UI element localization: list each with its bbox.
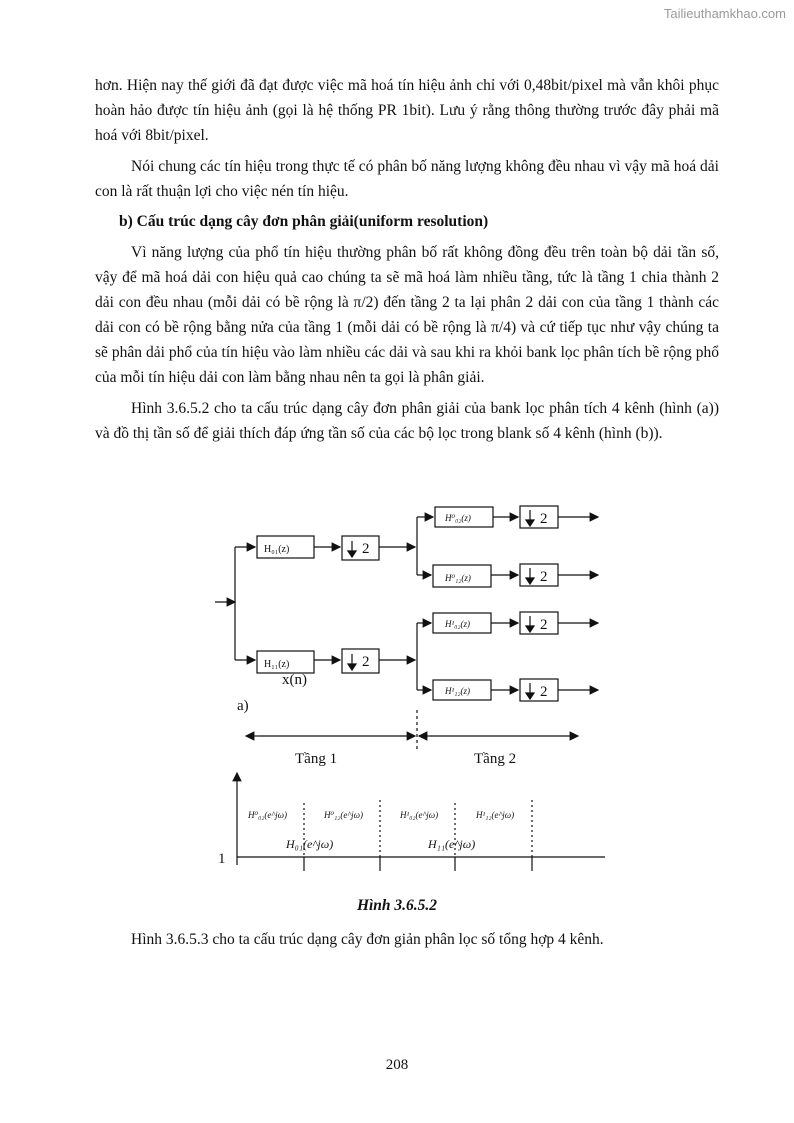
downsample-box-4	[519, 678, 559, 702]
freq-label-h112: H¹₁₂(e^jω)	[475, 810, 514, 820]
freq-label-h012: H⁰₁₂(e^jω)	[323, 810, 363, 820]
figure-caption: Hình 3.6.5.2	[356, 897, 438, 914]
label-part-a: a)	[237, 698, 249, 714]
filter-box-h012	[432, 564, 492, 588]
label-h11: H₁₁(z)	[264, 659, 289, 670]
downsample-box-2	[519, 563, 559, 587]
downsample-box-top	[341, 535, 380, 561]
label-h102: H¹₀₂(z)	[444, 619, 470, 629]
page-number: 208	[385, 1057, 409, 1073]
freq-label-h11: H₁₁(e^jω)	[427, 837, 475, 851]
label-ds-4: 2	[540, 684, 548, 700]
figure-filter-bank: H₀₁(z) H₁₁(z) 2 2 x(n) H⁰₀₂(z) H⁰₁₂(z) H…	[200, 495, 620, 885]
label-h012: H⁰₁₂(z)	[444, 573, 471, 583]
label-stage-1: Tầng 1	[295, 751, 337, 767]
paragraph-2: Nói chung các tín hiệu trong thực tế có …	[95, 158, 719, 200]
label-ds-top: 2	[362, 541, 370, 557]
freq-label-h002: H⁰₀₂(e^jω)	[247, 810, 287, 820]
section-heading: b) Cấu trúc dạng cây đơn phân giải(unifo…	[119, 213, 489, 230]
downsample-box-bottom	[341, 648, 380, 674]
label-ds-bottom: 2	[362, 654, 370, 670]
watermark: Tailieuthamkhao.com	[663, 6, 786, 21]
label-stage-2: Tầng 2	[474, 751, 516, 767]
filter-box-h11	[256, 650, 315, 674]
paragraph-3: Vì năng lượng của phổ tín hiệu thường ph…	[95, 244, 719, 386]
label-ds-1: 2	[540, 511, 548, 527]
page-body: hơn. Hiện nay thế giới đã đạt được việc …	[95, 73, 719, 446]
downsample-box-3	[519, 611, 559, 635]
label-ds-2: 2	[540, 569, 548, 585]
freq-label-h102: H¹₀₂(e^jω)	[399, 810, 438, 820]
label-h112: H¹₁₂(z)	[444, 686, 470, 696]
label-h01: H₀₁(z)	[264, 544, 289, 555]
freq-label-h01: H₀₁(e^jω)	[285, 837, 333, 851]
label-input-xn: x(n)	[282, 672, 307, 688]
downsample-box-1	[519, 505, 559, 529]
label-ds-3: 2	[540, 617, 548, 633]
label-level-1: 1	[218, 851, 226, 867]
label-h002: H⁰₀₂(z)	[444, 513, 471, 523]
paragraph-5: Hình 3.6.5.3 cho ta cấu trúc dạng cây đơ…	[131, 931, 604, 948]
paragraph-1: hơn. Hiện nay thế giới đã đạt được việc …	[95, 77, 719, 144]
paragraph-4: Hình 3.6.5.2 cho ta cấu trúc dạng cây đơ…	[95, 400, 719, 442]
filter-bank-diagram: H₀₁(z) H₁₁(z) 2 2 x(n) H⁰₀₂(z) H⁰₁₂(z) H…	[215, 505, 605, 871]
